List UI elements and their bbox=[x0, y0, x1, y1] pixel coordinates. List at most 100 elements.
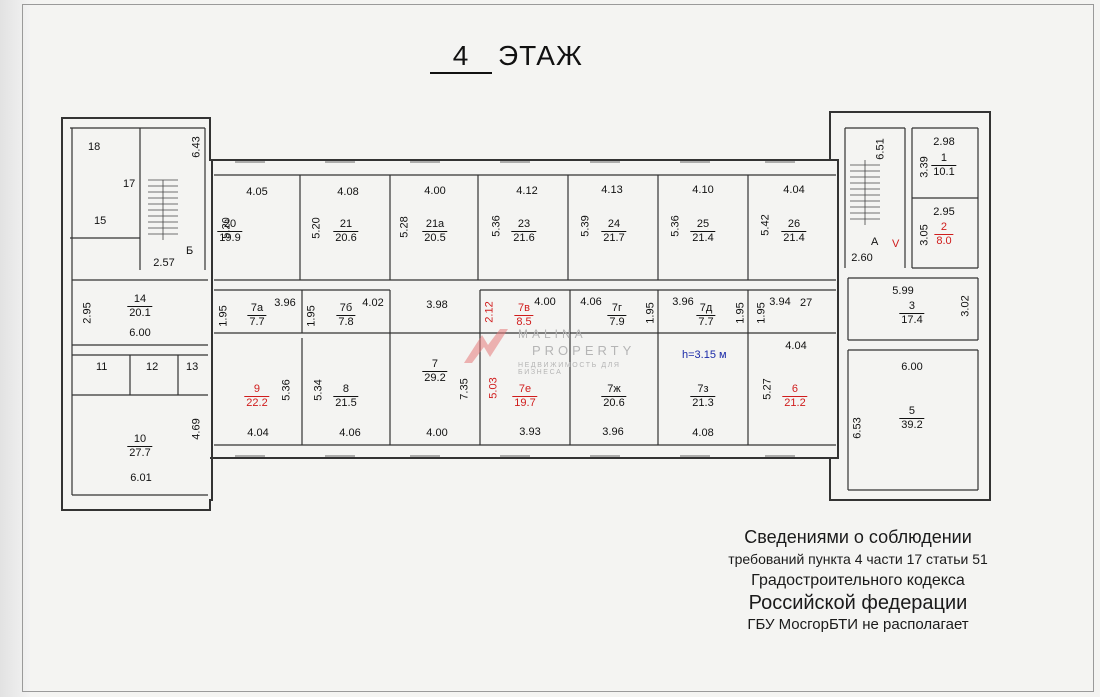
dimension-label: 4.00 bbox=[424, 185, 446, 197]
dimension-label: 5.36 bbox=[280, 379, 293, 401]
dimension-label: 4.04 bbox=[783, 184, 805, 196]
dimension-label: 1.95 bbox=[734, 302, 747, 324]
room-number: 12 bbox=[146, 361, 159, 373]
dimension-label: 6.51 bbox=[874, 138, 887, 160]
dimension-label: 6.00 bbox=[901, 361, 923, 373]
dimension-label: 1.95 bbox=[755, 302, 768, 324]
dimension-label: 2.98 bbox=[933, 136, 955, 148]
dimension-label: 4.10 bbox=[692, 184, 714, 196]
watermark: MALINA PROPERTY НЕДВИЖИМОСТЬ ДЛЯ БИЗНЕСА bbox=[460, 325, 650, 376]
watermark-brand-2: PROPERTY bbox=[532, 343, 636, 358]
dimension-label: 4.13 bbox=[601, 184, 623, 196]
dimension-label: 4.08 bbox=[337, 186, 359, 198]
dimension-label: 3.93 bbox=[519, 426, 541, 438]
watermark-brand: MALINA bbox=[518, 327, 587, 341]
dimension-label: 4.05 bbox=[246, 186, 268, 198]
room-number: 27 bbox=[800, 297, 813, 309]
stair-mark-v: V bbox=[892, 238, 900, 250]
dimension-label: 4.06 bbox=[580, 296, 602, 308]
left-stairs bbox=[148, 179, 178, 240]
dimension-label: 2.57 bbox=[153, 257, 175, 269]
ceiling-height: h=3.15 м bbox=[682, 349, 727, 361]
dimension-label: 1.95 bbox=[644, 302, 657, 324]
room-number: 17 bbox=[123, 178, 136, 190]
notice-line-1: Сведениями о соблюдении bbox=[744, 527, 972, 547]
dimension-label: 4.04 bbox=[785, 340, 807, 352]
dimension-label: 4.02 bbox=[362, 297, 384, 309]
dimension-label: 4.08 bbox=[692, 427, 714, 439]
dimension-label: 5.39 bbox=[579, 215, 592, 237]
stair-mark-a: А bbox=[871, 236, 879, 248]
dimension-label: 3.05 bbox=[918, 224, 931, 246]
right-wing-outline bbox=[829, 111, 991, 501]
dimension-label: 4.06 bbox=[339, 427, 361, 439]
room-number: 18 bbox=[88, 141, 101, 153]
notice-line-3: Градостроительного кодекса bbox=[751, 572, 965, 589]
room-number: 13 bbox=[186, 361, 199, 373]
dimension-label: 3.39 bbox=[918, 156, 931, 178]
floor-word: ЭТАЖ bbox=[498, 40, 583, 71]
dimension-label: 5.03 bbox=[487, 377, 500, 399]
dimension-label: 5.27 bbox=[761, 378, 774, 400]
dimension-label: 5.36 bbox=[490, 215, 503, 237]
dimension-label: 4.04 bbox=[247, 427, 269, 439]
dimension-label: 4.69 bbox=[190, 418, 203, 440]
left-wing-outline bbox=[61, 117, 213, 511]
dimension-label: 4.12 bbox=[516, 185, 538, 197]
dimension-label: 6.01 bbox=[130, 472, 152, 484]
dimension-label: 3.96 bbox=[672, 296, 694, 308]
dimension-label: 5.42 bbox=[759, 214, 772, 236]
dimension-label: 3.02 bbox=[959, 295, 972, 317]
notice-line-2: требований пункта 4 части 17 статьи 51 bbox=[728, 551, 988, 567]
dimension-label: 3.96 bbox=[602, 426, 624, 438]
dimension-label: 5.20 bbox=[220, 217, 233, 239]
dimension-label: 2.60 bbox=[851, 252, 873, 264]
windows bbox=[235, 161, 795, 457]
binder-edge bbox=[0, 0, 30, 697]
dimension-label: 1.95 bbox=[305, 305, 318, 327]
dimension-label: 5.28 bbox=[398, 216, 411, 238]
stair-mark-b: Б bbox=[186, 245, 194, 257]
notice-line-5: ГБУ МосгорБТИ не располагает bbox=[747, 616, 969, 633]
dimension-label: 3.96 bbox=[274, 297, 296, 309]
right-stairs bbox=[850, 160, 880, 225]
dimension-label: 5.34 bbox=[312, 379, 325, 401]
dimension-label: 4.00 bbox=[426, 427, 448, 439]
dimension-label: 5.20 bbox=[310, 217, 323, 239]
notice-line-4: Российской федерации bbox=[748, 592, 968, 614]
room-number: 11 bbox=[96, 361, 108, 373]
dimension-label: 6.53 bbox=[851, 417, 864, 439]
room-number: 15 bbox=[94, 215, 107, 227]
dimension-label: 2.95 bbox=[933, 206, 955, 218]
dimension-label: 3.98 bbox=[426, 299, 448, 311]
dimension-label: 4.00 bbox=[534, 296, 556, 308]
bti-notice: Сведениями о соблюдении требований пункт… bbox=[700, 526, 1016, 636]
dimension-label: 2.95 bbox=[81, 302, 94, 324]
